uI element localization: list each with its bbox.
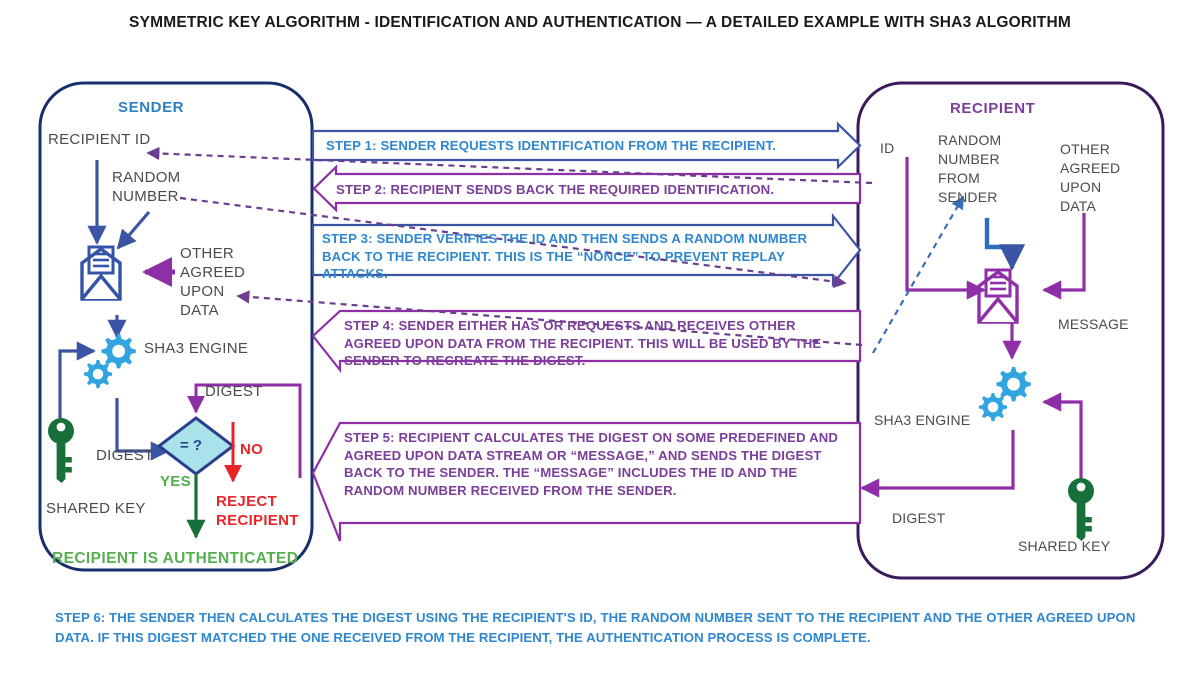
label-reject-recipient: REJECT RECIPIENT <box>216 493 299 529</box>
dashed-link-arrows <box>146 146 964 354</box>
recipient-flow-arrows <box>860 157 1086 498</box>
label-sha3-engine-recipient: SHA3 ENGINE <box>874 412 971 428</box>
recipient-title: RECIPIENT <box>950 100 1036 117</box>
sender-incoming-digest-path <box>187 383 302 478</box>
recipient-envelope-icon <box>977 268 1019 324</box>
label-random-number: RANDOM NUMBER <box>112 169 181 205</box>
label-yes: YES <box>160 473 191 490</box>
recipient-nonce-arrow <box>984 218 1026 271</box>
label-random-number-from-sender: RANDOM NUMBER FROM SENDER <box>938 132 1002 205</box>
step-6-text: STEP 6: THE SENDER THEN CALCULATES THE D… <box>55 610 1136 645</box>
decision-label: = ? <box>180 437 203 454</box>
label-other-agreed-upon-data-recipient: OTHER AGREED UPON DATA <box>1060 141 1121 214</box>
label-sha3-engine-sender: SHA3 ENGINE <box>144 340 249 357</box>
step-2-text: STEP 2: RECIPIENT SENDS BACK THE REQUIRE… <box>336 182 775 197</box>
key-icon <box>48 418 74 483</box>
step-4-banner <box>311 309 862 374</box>
step-1-text: STEP 1: SENDER REQUESTS IDENTIFICATION F… <box>326 138 777 153</box>
recipient-key-icon <box>1068 478 1094 541</box>
label-digest-left: DIGEST <box>96 447 154 464</box>
label-other-agreed-upon-data: OTHER AGREED UPON DATA <box>180 245 246 319</box>
page-title: SYMMETRIC KEY ALGORITHM - IDENTIFICATION… <box>129 14 1071 31</box>
label-digest-recipient: DIGEST <box>892 510 946 526</box>
gears-icon <box>83 334 136 389</box>
label-recipient-authenticated: RECIPIENT IS AUTHENTICATED <box>52 550 299 567</box>
recipient-gears-icon <box>978 367 1031 422</box>
label-id: ID <box>880 140 895 156</box>
label-no: NO <box>240 441 264 458</box>
sender-flow-arrows <box>58 160 170 461</box>
label-shared-key-recipient: SHARED KEY <box>1018 538 1111 554</box>
label-shared-key-sender: SHARED KEY <box>46 500 146 517</box>
label-recipient-id: RECIPIENT ID <box>48 131 151 148</box>
sender-panel-frame <box>38 81 314 572</box>
label-digest-top: DIGEST <box>205 383 263 400</box>
sender-title: SENDER <box>118 99 185 116</box>
step-4-text: STEP 4: SENDER EITHER HAS OR REQUESTS AN… <box>344 318 822 368</box>
step-5-banner <box>311 421 862 542</box>
label-message: MESSAGE <box>1058 316 1129 332</box>
step-5-text: STEP 5: RECIPIENT CALCULATES THE DIGEST … <box>344 430 839 498</box>
step-3-text: STEP 3: SENDER VERIFIES THE ID AND THEN … <box>322 231 808 281</box>
step-1-banner <box>311 121 862 170</box>
envelope-icon <box>80 245 122 301</box>
